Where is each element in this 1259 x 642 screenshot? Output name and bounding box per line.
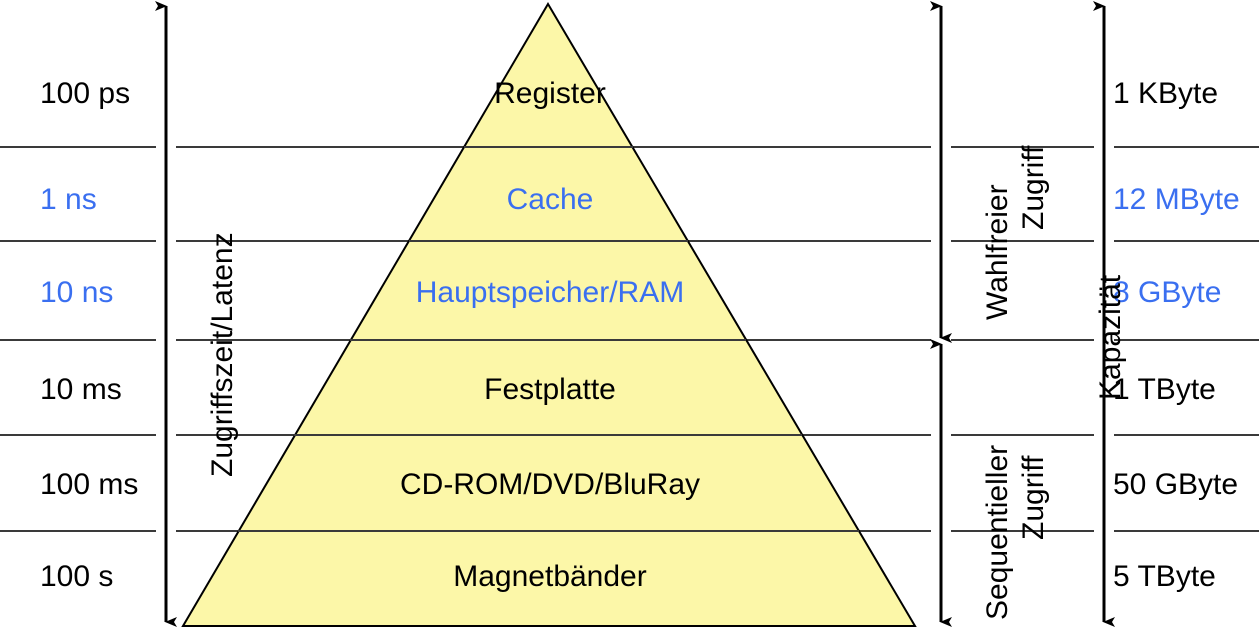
tier-label-hauptspeicher: Hauptspeicher/RAM [415,276,685,309]
capacity-tick-1: 12 MByte [1113,183,1240,216]
latency-tick-0: 100 ps [40,77,131,110]
random-access-caption-line1: Wahlfreier [981,184,1014,320]
latency-tick-5: 100 s [40,560,114,593]
latency-tick-3: 10 ms [40,373,122,406]
tier-label-optical: CD-ROM/DVD/BluRay [399,468,701,501]
pyramid-shape [181,2,917,627]
random-access-caption-line2: Zugriff [1017,145,1050,230]
sequential-access-caption-line2: Zugriff [1017,455,1050,540]
capacity-tick-5: 5 TByte [1113,560,1216,593]
latency-tick-2: 10 ns [40,276,114,309]
tier-label-festplatte: Festplatte [484,373,616,406]
latency-tick-4: 100 ms [40,468,139,501]
capacity-tick-0: 1 KByte [1113,77,1219,110]
latency-axis-caption: Zugriffszeit/Latenz [206,232,239,477]
tier-label-magnetbaender: Magnetbänder [453,560,647,593]
latency-tick-1: 1 ns [40,183,97,216]
capacity-tick-4: 50 GByte [1113,468,1239,501]
tier-label-cache: Cache [506,183,594,216]
tier-label-register: Register [494,77,606,110]
pyramid-inner-dividers [238,146,859,532]
capacity-axis-caption: Kapazität [1094,274,1127,400]
capacity-tick-2: 8 GByte [1113,276,1222,309]
sequential-access-caption-line1: Sequentieller [981,444,1014,620]
capacity-tick-3: 1 TByte [1113,373,1216,406]
